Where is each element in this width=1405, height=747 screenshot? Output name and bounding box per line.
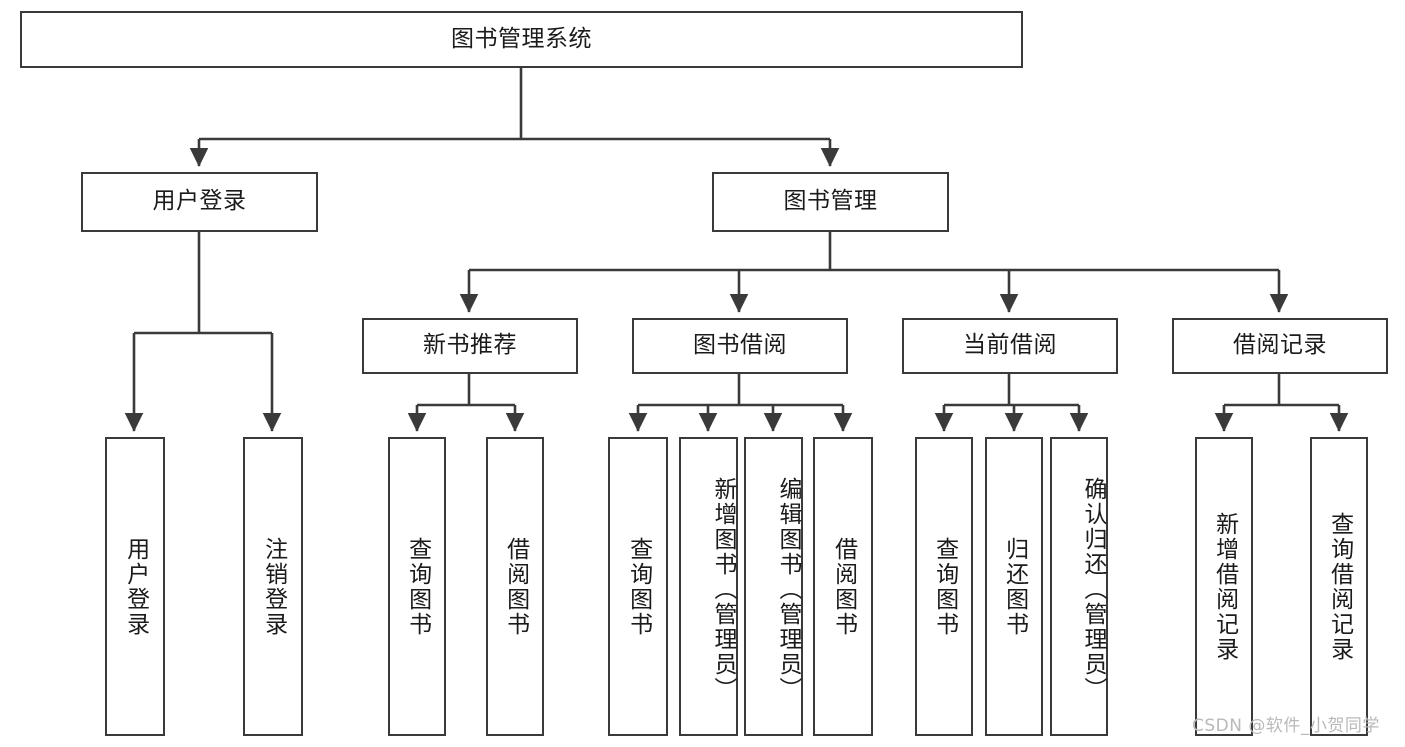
node-leaf-borrow-book-2[interactable]: 借阅图书 [813,437,873,736]
node-leaf-add-book-admin[interactable]: 新增图书（管理员） [679,437,738,736]
node-leaf-edit-book-admin-label: 编辑图书（管理员） [775,477,801,702]
node-leaf-query-book-3[interactable]: 查询图书 [915,437,973,736]
node-borrow-record-label: 借阅记录 [1233,332,1327,359]
node-leaf-borrow-book-2-label: 借阅图书 [830,536,857,637]
node-root[interactable]: 图书管理系统 [20,11,1023,68]
node-leaf-user-logout[interactable]: 注销登录 [243,437,303,736]
node-leaf-query-book-2-label: 查询图书 [625,536,652,637]
node-leaf-query-book-2[interactable]: 查询图书 [608,437,668,736]
node-leaf-user-login[interactable]: 用户登录 [105,437,165,736]
node-leaf-confirm-return-admin[interactable]: 确认归还（管理员） [1050,437,1108,736]
node-leaf-user-login-label: 用户登录 [122,536,149,637]
node-root-label: 图书管理系统 [451,25,592,52]
node-leaf-query-borrow-record-label: 查询借阅记录 [1326,511,1353,662]
node-current-borrow[interactable]: 当前借阅 [902,318,1118,374]
node-leaf-user-logout-label: 注销登录 [260,536,287,637]
csdn-watermark: CSDN @软件_小贺同学 [1192,716,1380,736]
node-book-borrow-label: 图书借阅 [693,332,787,359]
node-leaf-add-borrow-record-label: 新增借阅记录 [1211,511,1238,662]
node-leaf-add-borrow-record[interactable]: 新增借阅记录 [1195,437,1253,736]
node-leaf-borrow-book-1-label: 借阅图书 [502,536,529,637]
node-borrow-record[interactable]: 借阅记录 [1172,318,1388,374]
node-leaf-query-book-1-label: 查询图书 [404,536,431,637]
node-leaf-query-book-1[interactable]: 查询图书 [388,437,446,736]
node-user-login-label: 用户登录 [152,188,247,215]
node-leaf-query-book-3-label: 查询图书 [931,536,958,637]
node-current-borrow-label: 当前借阅 [963,332,1057,359]
node-leaf-borrow-book-1[interactable]: 借阅图书 [486,437,544,736]
node-leaf-return-book[interactable]: 归还图书 [985,437,1043,736]
node-user-login[interactable]: 用户登录 [81,172,318,232]
node-book-borrow[interactable]: 图书借阅 [632,318,848,374]
node-leaf-confirm-return-admin-label: 确认归还（管理员） [1080,477,1106,702]
node-new-book-recommend-label: 新书推荐 [423,332,517,359]
node-book-management-label: 图书管理 [783,188,878,215]
node-leaf-edit-book-admin[interactable]: 编辑图书（管理员） [744,437,803,736]
node-leaf-return-book-label: 归还图书 [1001,536,1028,637]
node-new-book-recommend[interactable]: 新书推荐 [362,318,578,374]
node-leaf-query-borrow-record[interactable]: 查询借阅记录 [1310,437,1368,736]
node-book-management[interactable]: 图书管理 [712,172,949,232]
node-leaf-add-book-admin-label: 新增图书（管理员） [710,477,736,702]
